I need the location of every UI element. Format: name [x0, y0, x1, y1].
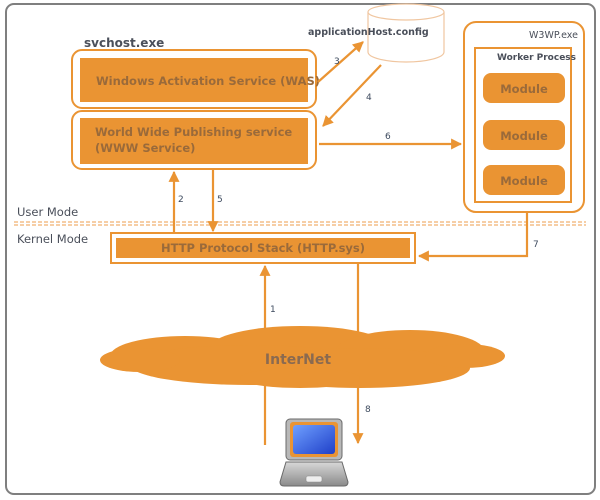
module-box: [483, 73, 565, 103]
internet-cloud-icon: [100, 326, 505, 388]
www-label-line2: (WWW Service): [95, 141, 195, 155]
worker-process-box: [474, 47, 572, 203]
www-label-line1: World Wide Publishing service: [95, 125, 292, 139]
step-number: 7: [533, 240, 539, 250]
www-box: [80, 118, 308, 164]
arrow-step-4: [322, 64, 382, 127]
module-box: [483, 120, 565, 150]
module-label: Module: [500, 174, 548, 188]
module-label: Module: [500, 82, 548, 96]
step-number: 6: [385, 132, 391, 142]
http-stack-container: [110, 232, 416, 264]
www-container: [71, 110, 317, 170]
step-number: 8: [365, 405, 371, 415]
step-number: 5: [217, 195, 223, 205]
worker-process-label: Worker Process: [497, 53, 576, 63]
was-box: [80, 58, 308, 102]
config-label: applicationHost.config: [308, 27, 429, 38]
was-label: Windows Activation Service (WAS): [96, 74, 320, 88]
arrow-step-3: [317, 41, 364, 83]
http-stack-box: [116, 238, 410, 258]
user-mode-label: User Mode: [17, 205, 78, 219]
module-label: Module: [500, 129, 548, 143]
step-number: 3: [334, 57, 340, 67]
arrow-step-7: [417, 212, 529, 262]
laptop-icon: [279, 418, 349, 487]
kernel-mode-label: Kernel Mode: [17, 232, 88, 246]
w3wp-container: [463, 21, 585, 213]
step-number: 2: [178, 195, 184, 205]
database-cylinder-icon: [367, 3, 445, 63]
was-container: [71, 49, 317, 109]
w3wp-label: W3WP.exe: [529, 30, 578, 41]
step-number: 4: [366, 93, 372, 103]
svchost-label: svchost.exe: [84, 36, 164, 50]
internet-label: InterNet: [265, 352, 331, 368]
http-stack-label: HTTP Protocol Stack (HTTP.sys): [161, 241, 365, 255]
module-box: [483, 165, 565, 195]
step-number: 1: [270, 305, 276, 315]
